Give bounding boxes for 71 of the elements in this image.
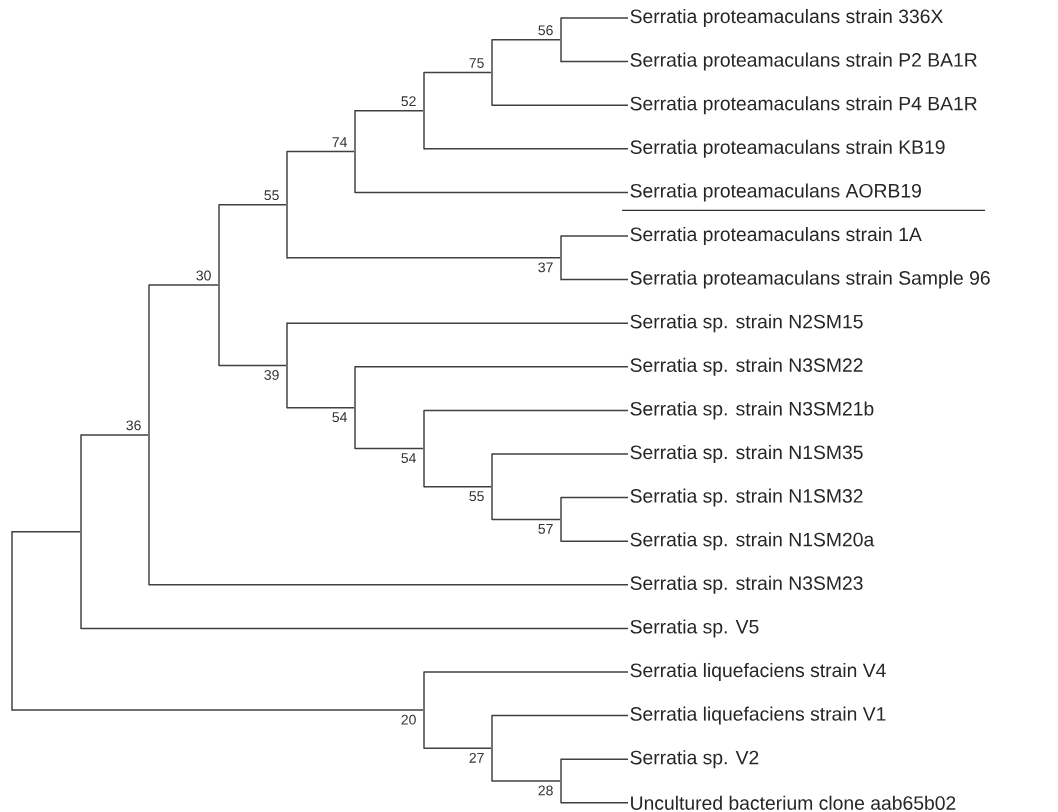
bootstrap-value: 55 xyxy=(264,190,279,201)
taxon-label: Serratia proteamaculans strain Sample 96 xyxy=(630,270,990,289)
bootstrap-value: 27 xyxy=(469,752,484,763)
tree-branch xyxy=(218,364,287,367)
bootstrap-value: 54 xyxy=(401,453,416,463)
bootstrap-value: 54 xyxy=(332,412,347,423)
bootstrap-value: 57 xyxy=(538,524,553,534)
tree-branch xyxy=(560,278,629,281)
tree-branch xyxy=(80,434,149,436)
bootstrap-value: 37 xyxy=(538,262,553,273)
tree-branch xyxy=(286,257,561,259)
taxon-label: Serratia proteamaculans strain 1A xyxy=(630,227,922,245)
tree-branch xyxy=(560,60,629,63)
taxon-label: Serratia sp. V5 xyxy=(630,619,759,638)
tree-branch xyxy=(560,496,629,499)
taxon-label: Serratia sp. strain N1SM35 xyxy=(630,445,863,463)
tree-branch xyxy=(354,191,629,194)
tree-branch xyxy=(560,540,629,542)
bootstrap-value: 55 xyxy=(469,491,484,502)
tree-branch xyxy=(11,530,81,533)
tree-branch xyxy=(354,109,424,112)
taxon-label: Serratia sp. V2 xyxy=(630,750,759,769)
bootstrap-value: 75 xyxy=(469,58,484,68)
bootstrap-value: 36 xyxy=(126,420,141,431)
taxon-label: Serratia sp. strain N1SM20a xyxy=(630,532,875,551)
taxon-label: Serratia liquefaciens strain V1 xyxy=(630,706,886,725)
taxon-label: Serratia sp. strain N3SM23 xyxy=(630,575,863,594)
tree-branch xyxy=(80,627,629,630)
taxon-label: Serratia sp. strain N2SM15 xyxy=(630,314,863,333)
tree-branch xyxy=(423,671,629,673)
tree-branch xyxy=(354,447,424,450)
tree-branch xyxy=(491,780,561,782)
bootstrap-value: 56 xyxy=(538,25,553,36)
bootstrap-value: 28 xyxy=(538,785,553,796)
tree-branch xyxy=(560,235,629,237)
tree-branch xyxy=(354,366,629,368)
tree-branch xyxy=(491,518,561,521)
taxon-label: Serratia sp. strain N1SM32 xyxy=(630,488,863,507)
bootstrap-value: 39 xyxy=(264,370,279,380)
taxon-label: Serratia proteamaculans strain P2 BA1R xyxy=(630,52,977,71)
tree-branch xyxy=(423,747,492,750)
tree-branch xyxy=(286,322,629,324)
taxon-label: Serratia sp. strain N3SM21b xyxy=(630,401,874,420)
tree-branch xyxy=(423,71,492,74)
bootstrap-value: 74 xyxy=(332,137,347,147)
tree-branch xyxy=(560,802,629,804)
taxon-label: Uncultured bacterium clone aab65b02 xyxy=(631,795,956,810)
bootstrap-value: 52 xyxy=(401,96,416,107)
tree-branch xyxy=(423,409,629,412)
tree-branch xyxy=(560,17,629,19)
tree-branch xyxy=(423,485,492,488)
taxon-label: Serratia proteamaculans strain 336X xyxy=(630,9,943,27)
bootstrap-value: 30 xyxy=(196,270,211,281)
tree-branch xyxy=(491,453,629,455)
tree-branch xyxy=(491,39,561,41)
tree-branch xyxy=(11,709,424,711)
bootstrap-value: 20 xyxy=(401,714,416,725)
tree-branch xyxy=(218,203,287,206)
tree-branch xyxy=(423,148,629,150)
tree-branch xyxy=(286,150,355,153)
taxon-label: Serratia liquefaciens strain V4 xyxy=(630,663,886,681)
taxon-label: Serratia proteamaculans strain KB19 xyxy=(630,139,945,158)
tree-branch xyxy=(491,104,629,106)
tree-branch xyxy=(148,584,629,586)
tree-branch xyxy=(560,758,629,760)
tree-branch xyxy=(286,406,355,409)
taxon-label: Serratia sp. strain N3SM22 xyxy=(630,357,863,376)
taxon-label: Serratia proteamaculans AORB19 xyxy=(630,183,921,202)
tree-branch xyxy=(491,714,629,717)
tree-branch xyxy=(148,284,219,286)
taxon-label: Serratia proteamaculans strain P4 BA1R xyxy=(630,96,977,115)
